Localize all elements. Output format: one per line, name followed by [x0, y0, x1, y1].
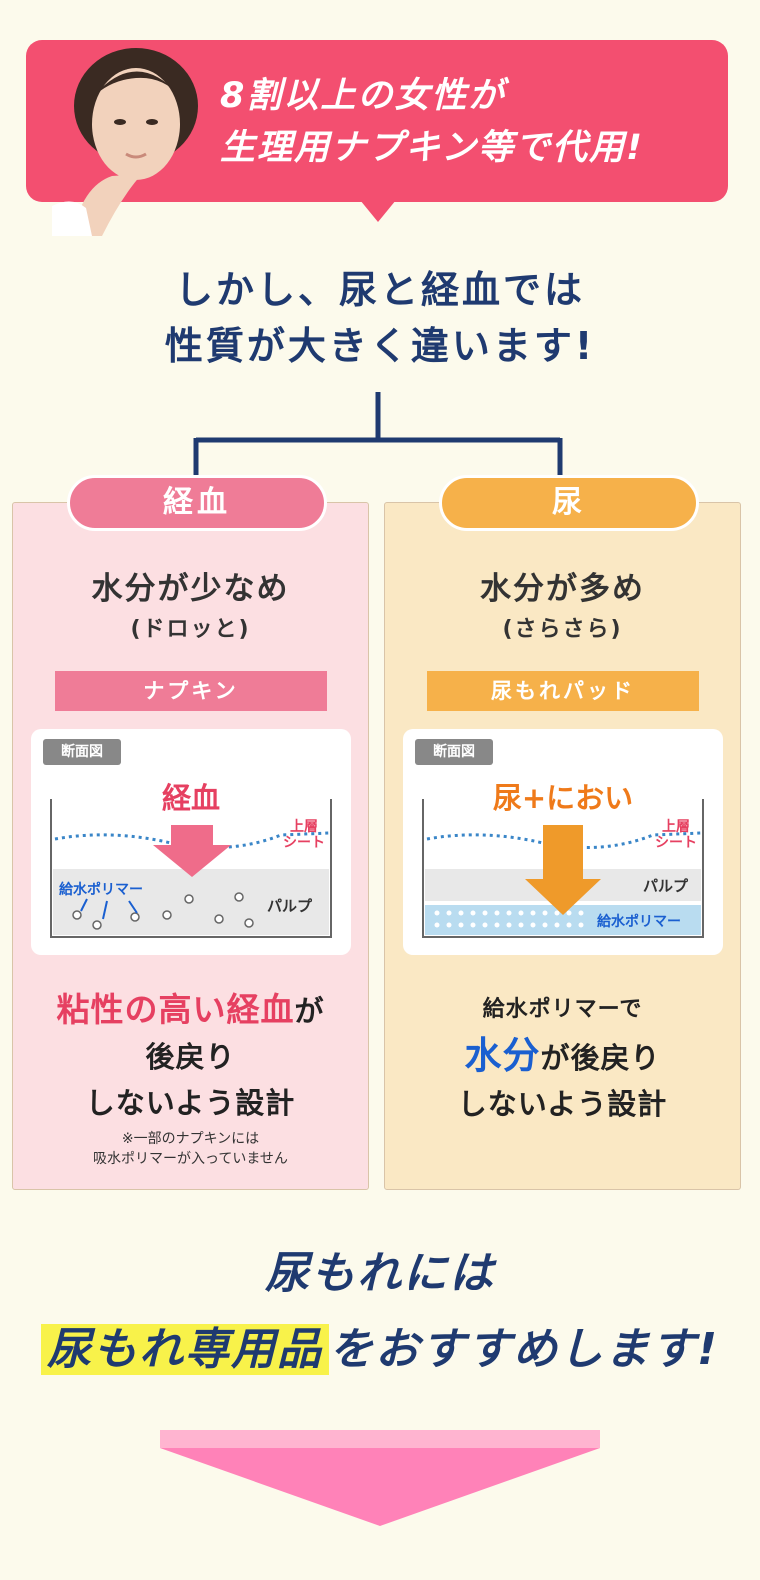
pad-cross-section-diagram: 断面図 尿+におい 上層 シート パルプ 給水ポリマー [403, 729, 723, 955]
left-description-line1: 粘性の高い経血が [13, 987, 368, 1034]
urine-pill: 尿 [439, 475, 699, 531]
top-sheet-label-line2: シート [283, 835, 325, 851]
menstrual-blood-pill: 経血 [67, 475, 327, 531]
top-sheet-line [54, 831, 330, 849]
polymer-label: 給水ポリマー [597, 914, 681, 930]
top-sheet-label: 上層 シート [655, 819, 697, 851]
banner-line-1: 8割以上の女性が [220, 76, 506, 116]
recommendation-line-1: 尿もれには [265, 1248, 495, 1299]
right-description-line2: 水分が後戻り [385, 1033, 740, 1081]
cross-section-tag: 断面図 [415, 739, 493, 765]
diagram-heading: 尿+におい [492, 781, 634, 815]
pulp-label: パルプ [267, 897, 313, 915]
banner-line-2: 生理用ナプキン等で代用! [220, 128, 644, 168]
right-description: 給水ポリマーで 水分が後戻り しないよう設計 [385, 987, 740, 1127]
cross-section-tag: 断面図 [43, 739, 121, 765]
left-column-title: 水分が少なめ [91, 571, 290, 607]
banner-text: 8割以上の女性が 生理用ナプキン等で代用! [220, 70, 644, 174]
recommendation-line-2: 尿もれ専用品をおすすめします! [0, 1320, 760, 1380]
left-footnote-line1: ※一部のナプキンには [121, 1131, 260, 1147]
polymer-label: 給水ポリマー [59, 882, 143, 898]
down-arrow-icon [153, 825, 231, 877]
down-arrow-icon [525, 825, 601, 915]
recommendation-rest: をおすすめします! [328, 1324, 720, 1375]
right-description-highlight: 水分 [464, 1034, 541, 1077]
left-description-particle: が [294, 994, 325, 1028]
branch-connector [193, 392, 563, 476]
urine-column: 尿 水分が多め (さらさら) 尿もれパッド 断面図 尿+におい 上層 シート パ… [384, 475, 741, 1190]
right-column-title: 水分が多め [480, 571, 645, 607]
left-description-line3: しないよう設計 [85, 1086, 296, 1120]
left-description: 粘性の高い経血が 後戻り しないよう設計 [13, 987, 368, 1126]
napkin-cross-section-diagram: 断面図 経血 上層 シート 給水ポリマー パルプ [31, 729, 351, 955]
woman-thinking-photo [52, 26, 202, 236]
top-sheet-line [426, 831, 702, 849]
right-description-line3: しないよう設計 [457, 1087, 668, 1121]
right-description-line1: 給水ポリマーで [482, 997, 643, 1022]
container-outline [50, 799, 332, 938]
left-description-line2: 後戻り [145, 1040, 236, 1074]
top-sheet-label: 上層 シート [283, 819, 325, 851]
left-description-highlight: 粘性の高い経血 [56, 990, 295, 1029]
menstrual-blood-column: 経血 水分が少なめ (ドロッと) ナプキン 断面図 経血 上層 [12, 475, 369, 1190]
recommendation-text: 尿もれには 尿もれ専用品をおすすめします! [0, 1244, 760, 1380]
incontinence-pad-label-bar: 尿もれパッド [427, 671, 699, 711]
down-arrow-icon [160, 1430, 600, 1526]
left-column-subtitle: (ドロッと) [130, 617, 251, 642]
left-footnote: ※一部のナプキンには 吸水ポリマーが入っていません [13, 1129, 368, 1169]
speech-banner-tail [360, 200, 396, 222]
container-outline [422, 799, 704, 938]
pulp-label: パルプ [643, 877, 689, 895]
right-column-subtitle: (さらさら) [502, 617, 623, 642]
right-description-rest: が後戻り [540, 1041, 661, 1075]
top-sheet-label-line1: 上層 [662, 819, 690, 835]
diagram-heading: 経血 [161, 781, 220, 815]
headline-line-2: 性質が大きく違います! [164, 324, 596, 368]
top-sheet-label-line2: シート [655, 835, 697, 851]
napkin-label-bar: ナプキン [55, 671, 327, 711]
main-headline: しかし、尿と経血では 性質が大きく違います! [0, 262, 760, 374]
headline-line-1: しかし、尿と経血では [174, 268, 585, 312]
left-footnote-line2: 吸水ポリマーが入っていません [93, 1151, 288, 1167]
top-sheet-label-line1: 上層 [290, 819, 318, 835]
recommendation-highlight: 尿もれ専用品 [40, 1324, 329, 1375]
